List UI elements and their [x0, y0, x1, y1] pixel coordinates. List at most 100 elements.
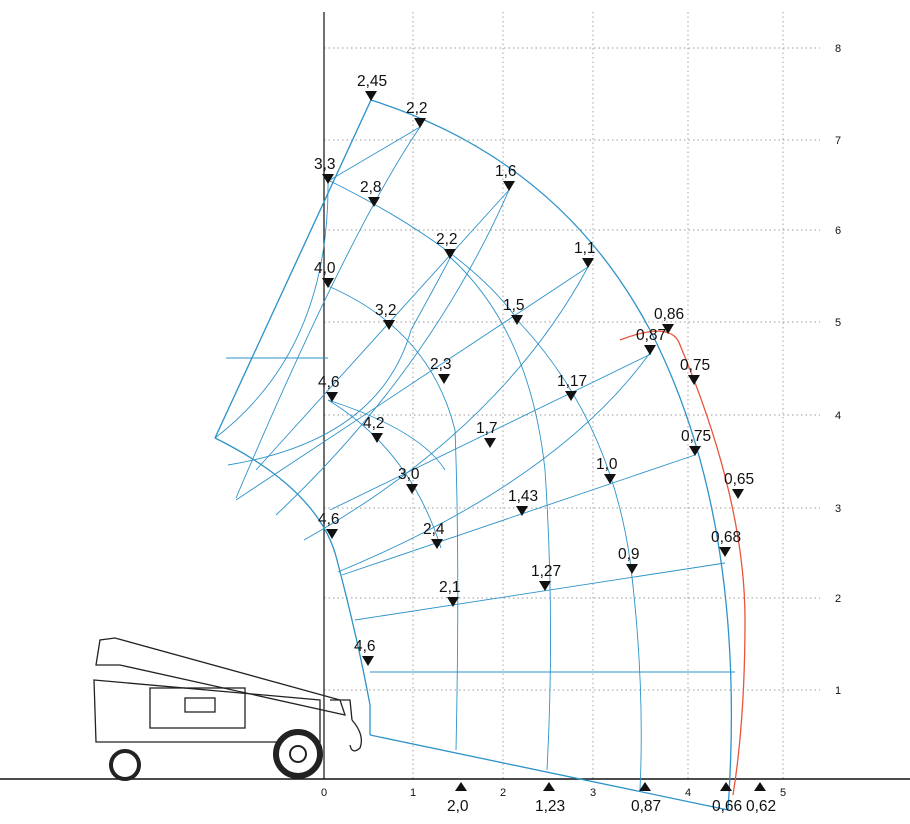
load-point-triangle	[503, 181, 515, 191]
ground-point-triangle	[639, 782, 651, 791]
load-point-triangle	[565, 391, 577, 401]
mini-crawler-crane-icon	[93, 637, 363, 781]
load-point: 1,0	[596, 456, 618, 484]
load-point: 0,65	[724, 471, 754, 499]
y-tick-label: 6	[835, 225, 841, 237]
load-point: 4,2	[363, 415, 385, 443]
load-point-triangle	[371, 433, 383, 443]
load-point-triangle	[438, 374, 450, 384]
reach-arc	[214, 179, 329, 439]
load-point-label: 1,17	[557, 373, 587, 390]
load-point-label: 0,68	[711, 529, 741, 546]
load-point-triangle	[368, 197, 380, 207]
radius-arc	[235, 126, 421, 499]
y-tick-label: 5	[835, 317, 841, 329]
radial-line	[214, 99, 372, 439]
load-point: 1,7	[476, 420, 498, 448]
reach-arc	[449, 256, 552, 771]
load-point: 1,1	[574, 240, 596, 268]
load-point-label: 3,2	[375, 302, 397, 319]
radial-line	[329, 126, 421, 181]
radial-line	[329, 353, 652, 511]
crane-wheel-hub	[289, 745, 307, 763]
y-tick-label: 8	[835, 43, 841, 55]
envelope-outer-arc	[370, 99, 733, 811]
load-point-triangle	[322, 174, 334, 184]
load-point-triangle	[365, 91, 377, 101]
load-point-label: 0,86	[654, 306, 684, 323]
radius-arc	[303, 266, 589, 541]
load-point-triangle	[484, 438, 496, 448]
ground-point-triangle	[543, 782, 555, 791]
load-point-label: 2,3	[430, 356, 452, 373]
reach-arc	[519, 322, 642, 791]
load-point-triangle	[662, 324, 674, 334]
x-tick-label: 1	[410, 787, 416, 799]
load-point-triangle	[326, 392, 338, 402]
extended-reach-curve-line	[619, 330, 746, 796]
x-tick-label: 3	[590, 787, 596, 799]
ground-point-label: 0,66	[712, 798, 742, 815]
load-point: 0,75	[680, 357, 710, 385]
load-point-label: 1,0	[596, 456, 618, 473]
load-point: 1,43	[508, 488, 538, 516]
axes	[0, 12, 910, 780]
load-point-label: 2,2	[436, 231, 458, 248]
load-point-label: 1,5	[503, 297, 525, 314]
crane-wheel-rear	[109, 749, 141, 781]
x-tick-label: 4	[685, 787, 691, 799]
load-point-label: 2,1	[439, 579, 461, 596]
ground-point-label: 0,62	[746, 798, 776, 815]
load-point: 2,3	[430, 356, 452, 384]
load-point-triangle	[516, 506, 528, 516]
load-point: 0,75	[681, 428, 711, 456]
radial-line	[255, 189, 510, 471]
load-point-label: 2,8	[360, 179, 382, 196]
working-envelope	[214, 99, 735, 811]
load-point-label: 2,2	[406, 100, 428, 117]
y-tick-label: 7	[835, 135, 841, 147]
load-point: 1,17	[557, 373, 587, 401]
load-point-label: 1,43	[508, 488, 538, 505]
load-point: 1,5	[503, 297, 525, 325]
load-point-label: 0,87	[636, 327, 666, 344]
load-point-triangle	[447, 597, 459, 607]
load-point: 3,0	[398, 466, 420, 494]
load-point: 4,6	[318, 374, 340, 402]
y-tick-label: 3	[835, 503, 841, 515]
radial-line	[235, 266, 589, 501]
load-point: 0,86	[654, 306, 684, 334]
ground-point: 0,66	[712, 782, 742, 815]
ground-point-label: 2,0	[447, 798, 469, 815]
load-point-label: 0,65	[724, 471, 754, 488]
crane-display	[184, 697, 216, 713]
load-point-label: 1,27	[531, 563, 561, 580]
load-point: 3,3	[314, 156, 336, 184]
load-point-label: 0,75	[681, 428, 711, 445]
ground-point-label: 1,23	[535, 798, 565, 815]
load-point-label: 0,75	[680, 357, 710, 374]
y-tick-label: 1	[835, 685, 841, 697]
grid-lines	[324, 12, 820, 779]
load-point: 2,45	[357, 73, 387, 101]
load-point-triangle	[582, 258, 594, 268]
load-point-triangle	[383, 320, 395, 330]
load-point-triangle	[688, 375, 700, 385]
load-point: 1,6	[495, 163, 517, 191]
load-point-label: 3,3	[314, 156, 336, 173]
ground-point-triangle	[720, 782, 732, 791]
crane-boom	[95, 637, 346, 716]
load-point-triangle	[322, 278, 334, 288]
envelope-inner-arc	[214, 437, 371, 735]
load-point-triangle	[626, 564, 638, 574]
load-point-triangle	[644, 345, 656, 355]
extended-reach-curve	[619, 330, 746, 796]
x-tick-label: 0	[321, 787, 327, 799]
crane-hook	[330, 699, 363, 752]
radius-arc	[337, 349, 653, 573]
ground-point: 2,0	[447, 782, 469, 815]
